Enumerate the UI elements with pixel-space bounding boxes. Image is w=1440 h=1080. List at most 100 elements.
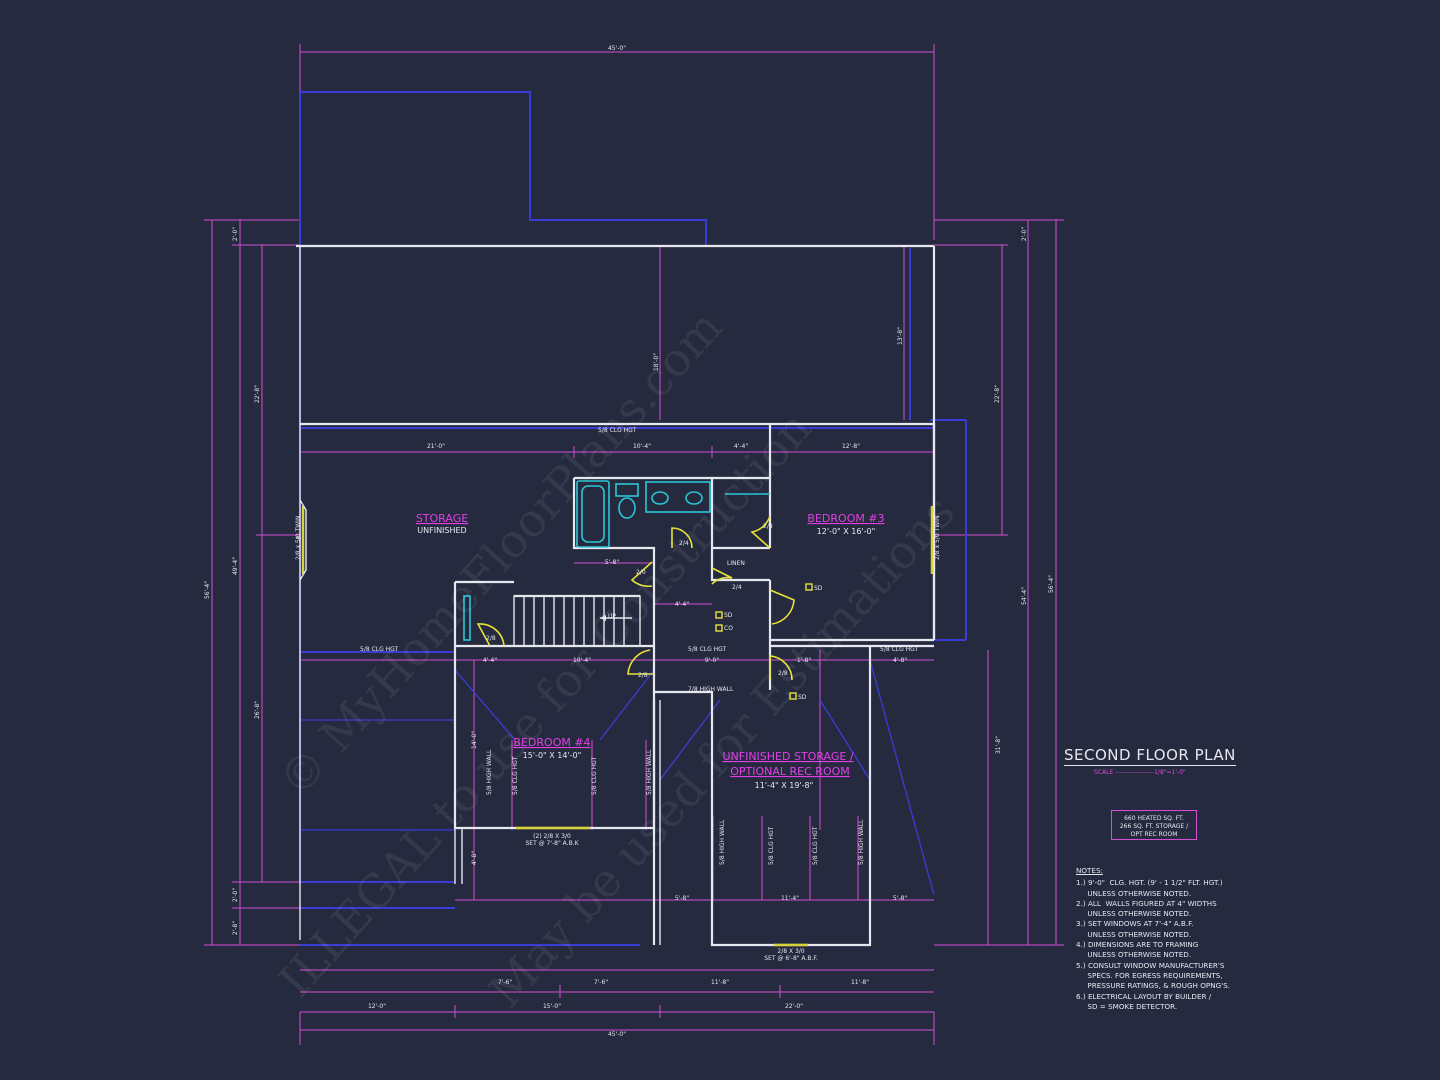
dim-mid-9: 9'-0" <box>705 657 719 664</box>
rec-room-name-line1: UNFINISHED STORAGE / <box>722 750 853 763</box>
clg-hgt-label-center: 5/8 CLG HGT <box>688 646 727 653</box>
dim-overall-width: 45'-0" <box>608 45 626 52</box>
window-b4-label-2: SET @ 7'-8" A.B.K <box>525 840 579 847</box>
dim-bot-12: 12'-0" <box>368 1003 386 1010</box>
notes-block: NOTES: 1.) 9'-0" CLG. HGT. (9' - 1 1/2" … <box>1076 866 1276 1012</box>
door-label-7: 2/8 <box>778 670 788 677</box>
note-item: 5.) CONSULT WINDOW MANUFACTURER'S SPECS.… <box>1076 960 1230 991</box>
note-item: 6.) ELECTRICAL LAYOUT BY BUILDER / SD = … <box>1076 991 1212 1011</box>
dim-mid-4-8: 4'-8" <box>893 657 907 664</box>
bathroom-fixtures <box>463 480 770 641</box>
dim-low-5-8b: 5'-8" <box>893 895 907 902</box>
dim-left-2c: 2'-8" <box>232 921 239 935</box>
dim-top-12: 12'-8" <box>842 443 860 450</box>
high-wall-label-1: 5/8 HIGH WALL <box>486 749 493 795</box>
dim-b4-14: 14'-0" <box>471 731 478 749</box>
dim-overall-depth-right: 56'-4" <box>1048 575 1055 593</box>
rec-room-size: 11'-4" X 19'-8" <box>755 781 814 790</box>
note-item: 4.) DIMENSIONS ARE TO FRAMING UNLESS OTH… <box>1076 940 1199 960</box>
high-wall-label-2: 5/8 HIGH WALL <box>646 749 653 795</box>
smoke-detector-1: SD <box>724 612 733 619</box>
clg-hgt-label-right: 5/8 CLG HGT <box>880 646 919 653</box>
smoke-detector-3: SD <box>798 694 807 701</box>
dim-low-5-8: 5'-8" <box>675 895 689 902</box>
stair-up-label: UP <box>608 613 616 620</box>
dim-overall-depth: 56'-4" <box>204 581 211 599</box>
annotations: 5/8 CLG HGT 5/8 CLG HGT 5/8 CLG HGT 5/8 … <box>295 427 941 962</box>
door-label-2: 2/4 <box>679 540 689 547</box>
rec-room-name-line2: OPTIONAL REC ROOM <box>730 765 850 778</box>
clg-hgt-label-b4a: 5/8 CLG HGT <box>512 756 519 795</box>
high-wall-label-3: 5/8 HIGH WALL <box>719 819 726 865</box>
dim-bot-7-6b: 7'-6" <box>594 979 608 986</box>
window-rec-label-2: SET @ 6'-8" A.B.F. <box>764 955 818 962</box>
door-swings <box>476 515 813 700</box>
linen-label: LINEN <box>727 560 745 567</box>
dim-right-2: 2'-0" <box>1021 227 1028 241</box>
dim-bottom-overall: 45'-0" <box>608 1031 626 1038</box>
smoke-detector-2: SD <box>814 585 823 592</box>
dimension-text: 45'-0" 45'-0" 56'-4" 49'-4" 22'-8" 26'-8… <box>204 45 1055 1038</box>
dim-bot-11-8a: 11'-8" <box>711 979 729 986</box>
window-label-left: 2/8 x 5/0 TWIN <box>295 516 302 560</box>
note-item: 1.) 9'-0" CLG. HGT. (9' - 1 1/2" FLT. HG… <box>1076 878 1223 898</box>
dim-right-54: 54'-4" <box>1021 587 1028 605</box>
dim-left-26: 26'-8" <box>254 701 261 719</box>
bedroom3-size: 12'-0" X 16'-0" <box>817 527 876 536</box>
sqft-line: 266 SQ. FT. STORAGE / <box>1119 823 1189 830</box>
bedroom4-size: 15'-0" X 14'-0" <box>523 751 582 760</box>
dim-right-22: 22'-8" <box>994 385 1001 403</box>
window-label-right: 2/8 x 5/0 TWIN <box>934 516 941 560</box>
dim-mid-1-8: 1'-8" <box>797 657 811 664</box>
door-label-3: 2/0 <box>636 569 646 576</box>
dimension-lines <box>204 44 1064 1045</box>
plan-title: SECOND FLOOR PLAN <box>1064 746 1236 766</box>
plan-title-block: SECOND FLOOR PLAN SCALE ----------------… <box>1064 746 1264 776</box>
dim-left-49: 49'-4" <box>232 557 239 575</box>
dim-right-13: 13'-8" <box>897 327 904 345</box>
staircase <box>513 595 641 647</box>
co-detector: CO <box>724 625 733 632</box>
storage-room-name: STORAGE <box>416 512 468 525</box>
clg-hgt-label-b4b: 5/8 CLG HGT <box>591 756 598 795</box>
window-rec-label-1: 2/8 X 3/0 <box>777 948 804 955</box>
high-wall-7-label: 7/8 HIGH WALL <box>688 686 734 693</box>
dim-mid-10-4: 10'-4" <box>573 657 591 664</box>
dim-left-22: 22'-8" <box>254 385 261 403</box>
clg-hgt-label-left: 5/8 CLG HGT <box>360 646 399 653</box>
dim-top-21: 21'-0" <box>427 443 445 450</box>
watermark: © MyHomeFloorPlans.com ILLEGAL to use fo… <box>268 300 965 1018</box>
dim-left-2a: 2'-0" <box>232 227 239 241</box>
door-label-5: 2/8 <box>486 635 496 642</box>
dim-mid-5-8: 5'-8" <box>605 559 619 566</box>
door-label-1: 2/8 <box>763 523 773 530</box>
dim-bot-22: 22'-0" <box>785 1003 803 1010</box>
clg-hgt-label-rec2: 5/8 CLG HGT <box>812 826 819 865</box>
sqft-line: 660 HEATED SQ. FT. <box>1124 815 1184 822</box>
dim-bot-15: 15'-0" <box>543 1003 561 1010</box>
sqft-line: OPT REC ROOM <box>1130 831 1178 838</box>
storage-room-note: UNFINISHED <box>417 526 466 535</box>
dim-center-18: 18'-0" <box>653 353 660 371</box>
dim-bot-7-6a: 7'-6" <box>498 979 512 986</box>
bedroom3-name: BEDROOM #3 <box>807 512 884 525</box>
door-label-6: 2/8 <box>638 672 648 679</box>
dim-left-2b: 2'-0" <box>232 888 239 902</box>
high-wall-label-4: 5/8 HIGH WALL <box>858 819 865 865</box>
dim-mid-4-4-left: 4'-4" <box>483 657 497 664</box>
plan-scale: SCALE ------------------1/8"=1'-0" <box>1094 769 1186 776</box>
window-b4-label-1: (2) 2/8 X 3/0 <box>533 833 571 840</box>
clg-hgt-label-top: 5/8 CLG HGT <box>598 427 637 434</box>
clg-hgt-label-rec1: 5/8 CLG HGT <box>768 826 775 865</box>
dim-top-4: 4'-4" <box>734 443 748 450</box>
dim-bot-11-8b: 11'-8" <box>851 979 869 986</box>
square-footage-box: 660 HEATED SQ. FT. 266 SQ. FT. STORAGE /… <box>1111 810 1197 840</box>
dim-mid-4-4: 4'-4" <box>675 601 689 608</box>
dim-right-31: 31'-8" <box>995 736 1002 754</box>
bedroom4-name: BEDROOM #4 <box>513 736 590 749</box>
note-item: 3.) SET WINDOWS AT 7'-4" A.B.F. UNLESS O… <box>1076 919 1194 939</box>
door-label-4: 2/4 <box>732 584 742 591</box>
room-labels: STORAGE UNFINISHED BEDROOM #3 12'-0" X 1… <box>416 512 885 790</box>
